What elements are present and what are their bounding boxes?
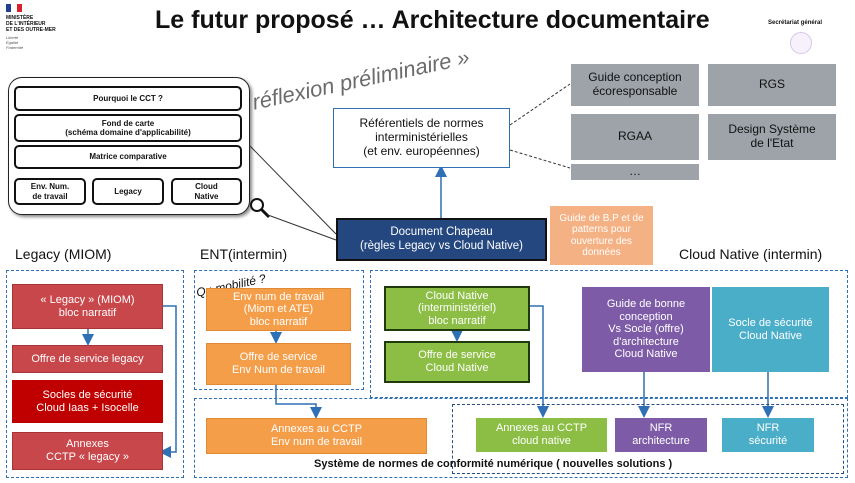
legacy-container bbox=[6, 270, 184, 478]
ent-offre-box: Offre de service Env Num de travail bbox=[206, 343, 351, 385]
legacy-section-title: Legacy (MIOM) bbox=[15, 246, 112, 262]
secretariat-label: Secrétariat général bbox=[768, 20, 823, 26]
guide-eco-box: Guide conception écoresponsable bbox=[571, 64, 699, 106]
guide-bp-box: Guide de B.P et de patterns pour ouvertu… bbox=[550, 206, 653, 265]
page-title: Le futur proposé … Architecture document… bbox=[155, 6, 710, 34]
legacy-socles-box: Socles de sécurité Cloud Iaas + Isocelle bbox=[12, 380, 163, 423]
cloud-annexes-box: Annexes au CCTP cloud native bbox=[476, 418, 607, 452]
legacy-narratif-box: « Legacy » (MIOM) bloc narratif bbox=[12, 284, 163, 329]
ent-container bbox=[194, 270, 364, 390]
cloud-section-title: Cloud Native (intermin) bbox=[679, 246, 823, 262]
logo-motto-2: Égalité bbox=[6, 40, 19, 45]
logo-line-1: MINISTÈRE bbox=[6, 15, 34, 21]
logo-motto-3: Fraternité bbox=[6, 45, 24, 50]
logo-line-2: DE L'INTÉRIEUR bbox=[6, 21, 46, 27]
rgs-box: RGS bbox=[708, 64, 836, 106]
logo-motto-1: Liberté bbox=[6, 35, 19, 40]
ent-section-title: ENT(intermin) bbox=[200, 246, 288, 262]
ent-annexes-box: Annexes au CCTP Env num de travail bbox=[206, 418, 427, 454]
secretariat-emblem-icon bbox=[790, 32, 812, 54]
ent-narratif-box: Env num de travail (Miom et ATE) bloc na… bbox=[206, 288, 351, 331]
fond-de-carte-box: Fond de carte (schéma domaine d'applicab… bbox=[14, 114, 242, 142]
systeme-container bbox=[194, 398, 848, 478]
why-cct-box: Pourquoi le CCT ? bbox=[14, 86, 242, 111]
cloud-narratif-box: Cloud Native (interministériel) bloc nar… bbox=[384, 286, 530, 331]
cloud-annex-container bbox=[452, 404, 844, 474]
cloud-native-mini-box: Cloud Native bbox=[171, 178, 242, 205]
env-num-box: Env. Num. de travail bbox=[14, 178, 86, 205]
rgaa-box: RGAA bbox=[571, 114, 699, 160]
flag-icon bbox=[6, 4, 22, 12]
legacy-annexes-box: Annexes CCTP « legacy » bbox=[12, 432, 163, 470]
ministry-logo: MINISTÈRE DE L'INTÉRIEUR ET DES OUTRE-ME… bbox=[4, 4, 94, 52]
cloud-socle-box: Socle de sécurité Cloud Native bbox=[712, 287, 829, 372]
dse-box: Design Système de l'Etat bbox=[708, 114, 836, 160]
systeme-label: Système de normes de conformité numériqu… bbox=[314, 458, 673, 470]
magnifier-icon bbox=[250, 198, 271, 219]
cloud-container bbox=[370, 270, 848, 398]
nfr-architecture-box: NFR architecture bbox=[615, 418, 707, 452]
cloud-guide-box: Guide de bonne conception Vs Socle (offr… bbox=[582, 287, 710, 372]
legacy-offre-box: Offre de service legacy bbox=[12, 345, 163, 373]
logo-line-3: ET DES OUTRE-MER bbox=[6, 27, 56, 33]
nfr-securite-box: NFR sécurité bbox=[722, 418, 814, 452]
more-box: … bbox=[571, 164, 699, 180]
matrice-box: Matrice comparative bbox=[14, 145, 242, 169]
doc-chapeau-box: Document Chapeau (règles Legacy vs Cloud… bbox=[336, 218, 547, 261]
referentiels-box: Référentiels de normes interministériell… bbox=[333, 108, 510, 168]
legacy-mini-box: Legacy bbox=[92, 178, 164, 205]
cloud-offre-box: Offre de service Cloud Native bbox=[384, 341, 530, 383]
